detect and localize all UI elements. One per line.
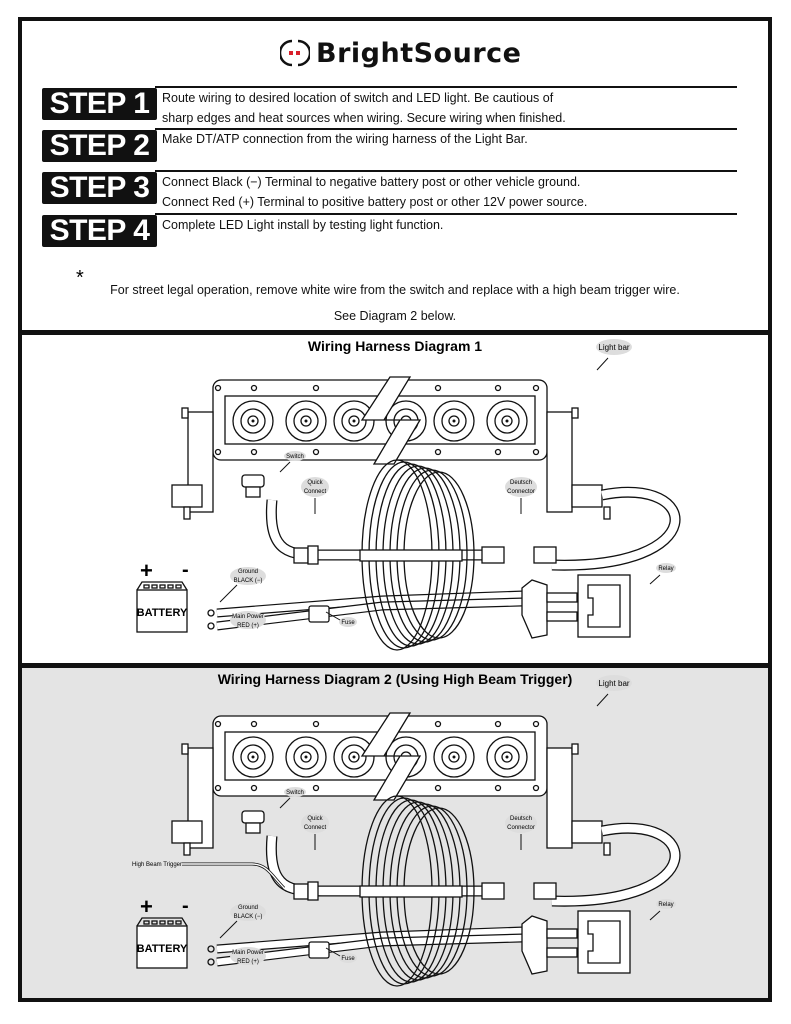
fuse-icon — [308, 605, 330, 623]
positive-terminal-sign: + — [140, 558, 153, 583]
step-1-badge: STEP 1 — [42, 88, 157, 120]
step-3-badge: STEP 3 — [42, 172, 157, 204]
red-wire-label: RED (+) — [237, 959, 259, 965]
step-1-line-1: Route wiring to desired location of swit… — [162, 91, 554, 105]
black-wire-label: BLACK (−) — [234, 914, 263, 920]
battery-label: BATTERY — [137, 943, 188, 955]
light-bar-label: Light bar — [598, 679, 629, 688]
step-2-text: Make DT/ATP connection from the wiring h… — [162, 129, 528, 149]
led-lens-icon — [285, 736, 327, 778]
quick-connect-label-2: Connect — [304, 825, 327, 831]
battery-icon: BATTERY — [136, 917, 188, 969]
diagram-1-title: Wiring Harness Diagram 1 — [307, 338, 483, 354]
battery-icon: BATTERY — [136, 581, 188, 633]
quick-connect-label: Quick — [307, 480, 323, 486]
diagram-2-title: Wiring Harness Diagram 2 (Using High Bea… — [217, 671, 573, 687]
section-divider — [22, 330, 768, 335]
asterisk-mark: * — [76, 267, 84, 289]
ground-label: Ground — [238, 905, 258, 911]
divider — [155, 170, 737, 172]
deutsch-connector-label: Deutsch — [510, 816, 532, 822]
main-power-label: Main Power — [232, 614, 264, 620]
led-lens-icon — [232, 736, 274, 778]
divider — [155, 86, 737, 88]
high-beam-trigger-label: High Beam Trigger — [132, 862, 182, 868]
brand-name: BrightSource — [316, 37, 522, 69]
quick-connect-label-2: Connect — [304, 489, 327, 495]
led-lens-icon — [285, 400, 327, 442]
brightsource-logo-icon — [280, 39, 310, 67]
deutsch-connector-icon — [481, 882, 557, 900]
fuse-label: Fuse — [341, 620, 355, 626]
led-lens-icon — [433, 736, 475, 778]
main-power-label: Main Power — [232, 950, 264, 956]
ring-terminal-icon — [207, 609, 215, 630]
right-mount-bracket — [546, 407, 611, 520]
switch-label: Switch — [286, 790, 304, 796]
left-mount-bracket — [171, 407, 214, 520]
led-lens-icon — [486, 736, 528, 778]
relay-label: Relay — [658, 902, 673, 908]
negative-terminal-sign: - — [182, 895, 189, 917]
wiring-diagram-2: Wiring Harness Diagram 2 (Using High Bea… — [22, 668, 768, 998]
wire-coil — [359, 459, 475, 651]
deutsch-connector-icon — [481, 546, 557, 564]
switch-icon — [241, 474, 265, 498]
wiring-diagram-drawing: BATTERY + - High Beam Trigger Light barSwitc… — [132, 675, 681, 987]
positive-terminal-sign: + — [140, 894, 153, 919]
brand-logo: BrightSource — [280, 35, 521, 71]
step-2-line-1: Make DT/ATP connection from the wiring h… — [162, 132, 528, 146]
step-4-line-1: Complete LED Light install by testing li… — [162, 218, 444, 232]
step-3-line-1: Connect Black (−) Terminal to negative b… — [162, 175, 581, 189]
light-bar-label: Light bar — [598, 343, 629, 352]
see-diagram-note: See Diagram 2 below. — [333, 309, 457, 323]
step-1-text: Route wiring to desired location of swit… — [162, 88, 566, 128]
instruction-sheet: BrightSource STEP 1 Route wiring to desi… — [18, 17, 772, 1002]
street-legal-note: For street legal operation, remove white… — [110, 283, 680, 297]
fuse-label: Fuse — [341, 956, 355, 962]
ground-label: Ground — [238, 569, 258, 575]
deutsch-connector-label-2: Connector — [507, 825, 535, 831]
deutsch-connector-label: Deutsch — [510, 480, 532, 486]
relay-icon — [521, 910, 631, 975]
instructions-section: BrightSource STEP 1 Route wiring to desi… — [22, 21, 768, 330]
relay-label: Relay — [658, 566, 673, 572]
divider — [155, 213, 737, 215]
deutsch-connector-label-2: Connector — [507, 489, 535, 495]
light-bar — [212, 712, 548, 801]
red-wire-label: RED (+) — [237, 623, 259, 629]
quick-connect-icon — [293, 881, 319, 901]
section-divider — [22, 663, 768, 668]
quick-connect-label: Quick — [307, 816, 323, 822]
light-bar — [212, 376, 548, 465]
led-lens-icon — [232, 400, 274, 442]
step-4-text: Complete LED Light install by testing li… — [162, 215, 443, 235]
step-4-badge: STEP 4 — [42, 215, 157, 247]
led-lens-icon — [433, 400, 475, 442]
fuse-icon — [308, 941, 330, 959]
black-wire-label: BLACK (−) — [234, 578, 263, 584]
quick-connect-icon — [293, 545, 319, 565]
led-lens-icon — [333, 400, 375, 442]
divider — [155, 128, 737, 130]
right-mount-bracket — [546, 743, 611, 856]
negative-terminal-sign: - — [182, 559, 189, 581]
step-3-text: Connect Black (−) Terminal to negative b… — [162, 172, 587, 212]
switch-icon — [241, 810, 265, 834]
wire-coil — [359, 795, 475, 987]
ring-terminal-icon — [207, 945, 215, 966]
led-lens-icon — [486, 400, 528, 442]
left-mount-bracket — [171, 743, 214, 856]
step-1-line-2: sharp edges and heat sources when wiring… — [162, 111, 566, 125]
relay-icon — [521, 574, 631, 639]
step-3-line-2: Connect Red (+) Terminal to positive bat… — [162, 195, 588, 209]
led-lens-icon — [333, 736, 375, 778]
switch-label: Switch — [286, 454, 304, 460]
step-2-badge: STEP 2 — [42, 130, 157, 162]
battery-label: BATTERY — [137, 607, 188, 619]
wiring-diagram-1: Wiring Harness Diagram 1 BATTERY + - Light … — [22, 335, 768, 663]
